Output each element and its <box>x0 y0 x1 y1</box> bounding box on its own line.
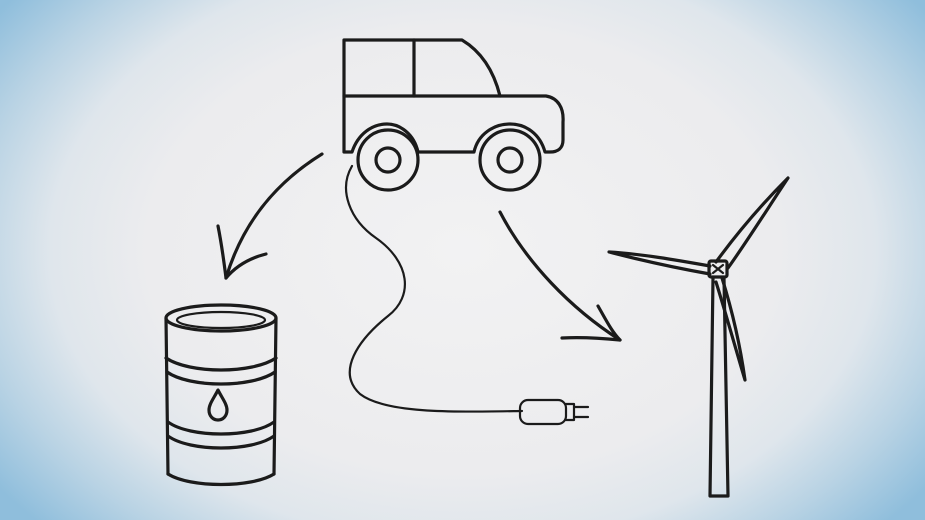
arrow-to-barrel-head <box>218 226 266 278</box>
charging-cable <box>346 166 522 412</box>
car-front-wheel <box>358 130 418 190</box>
barrel-bottom <box>168 474 274 485</box>
car-icon <box>344 40 563 190</box>
arrow-to-turbine-shaft <box>500 212 620 340</box>
charging-cable-icon <box>346 166 588 424</box>
turbine-blade-upper <box>716 178 788 268</box>
barrel-hoop-lower <box>168 422 274 434</box>
turbine-blade-left <box>609 252 710 274</box>
arrow-icon <box>500 212 620 340</box>
plug-body <box>520 400 566 424</box>
power-plug-icon <box>520 400 588 424</box>
barrel-top-inner <box>177 312 265 328</box>
arrow-icon <box>218 154 322 278</box>
barrel-hoop-bottom <box>168 436 274 448</box>
turbine-hub-cross <box>713 265 723 273</box>
oil-barrel-icon <box>166 305 276 485</box>
plug-collar <box>566 404 574 420</box>
car-rear-wheel <box>480 130 540 190</box>
car-rear-hub <box>498 148 522 172</box>
arrow-to-barrel-shaft <box>226 154 322 278</box>
turbine-blade-lower <box>716 278 745 380</box>
oil-drop-icon <box>209 390 227 420</box>
wind-turbine-icon <box>609 178 788 496</box>
barrel-hoop-top <box>166 358 276 370</box>
barrel-hoop-middle <box>167 372 275 384</box>
car-front-hub <box>376 148 400 172</box>
